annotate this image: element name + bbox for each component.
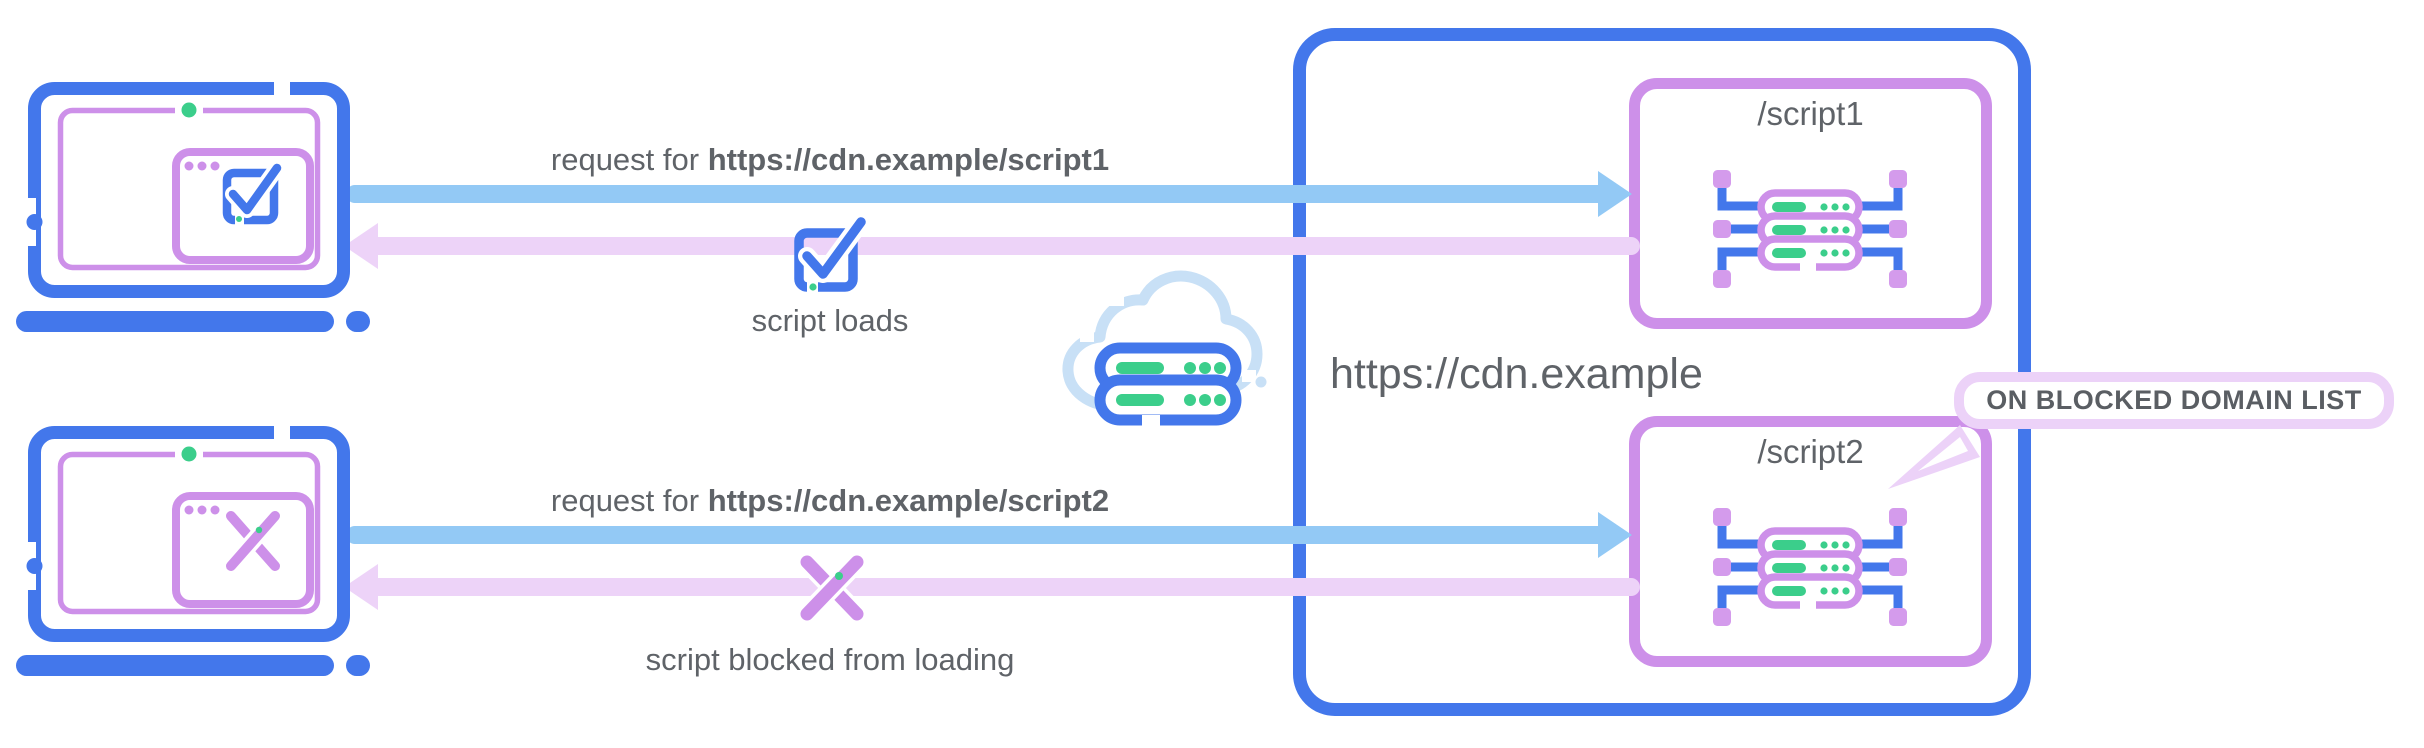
laptop-blocked-icon: [16, 424, 370, 676]
response-arrow-script1: [378, 237, 1640, 255]
check-icon: [222, 160, 285, 225]
script1-label: /script1: [1757, 95, 1864, 132]
request1-url: https://cdn.example/script1: [707, 142, 1110, 177]
script2-label: /script2: [1757, 433, 1864, 470]
script-blocked-label: script blocked from loading: [645, 642, 1015, 677]
cross-icon: [222, 507, 284, 575]
server-chip-icon: [1712, 170, 1908, 288]
camera-dot: [181, 102, 197, 118]
cloud-server-icon: [1062, 270, 1267, 426]
script-loads-label: script loads: [751, 303, 909, 338]
cross-icon: [797, 552, 867, 624]
request2-label: request for https://cdn.example/script2: [350, 484, 1310, 518]
blocked-domain-callout: ON BLOCKED DOMAIN LIST: [1954, 372, 2394, 429]
request2-prefix: request for: [550, 483, 708, 518]
request-arrow-script2: [346, 526, 1598, 544]
request2-url: https://cdn.example/script2: [707, 483, 1110, 518]
request-arrowhead-script2: [1598, 512, 1632, 558]
laptop-allowed-icon: [16, 80, 370, 332]
request-arrow-script1: [346, 185, 1598, 203]
request1-prefix: request for: [550, 142, 708, 177]
cdn-domain-label: https://cdn.example: [1330, 350, 1703, 398]
request1-label: request for https://cdn.example/script1: [350, 143, 1310, 177]
camera-dot: [181, 446, 197, 462]
server-chip-icon: [1712, 508, 1908, 626]
request-arrowhead-script1: [1598, 171, 1632, 217]
callout-tail: [1888, 425, 1980, 489]
response-arrow-script2: [378, 578, 1640, 596]
check-icon: [794, 213, 870, 293]
